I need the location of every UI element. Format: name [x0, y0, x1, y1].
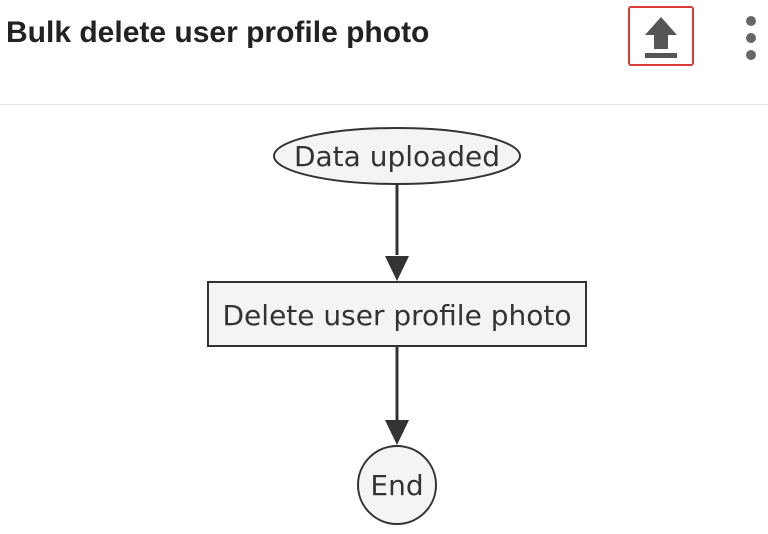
flow-node-start: Data uploaded [273, 127, 521, 185]
flow-arrowhead [385, 420, 409, 445]
upload-icon [645, 17, 677, 58]
flow-node-end: End [357, 445, 437, 525]
upload-button[interactable] [628, 6, 694, 66]
flow-arrowhead [385, 256, 409, 281]
flow-node-end-label: End [370, 469, 423, 502]
flowchart: Data uploaded Delete user profile photo … [207, 127, 587, 525]
flow-node-start-label: Data uploaded [294, 140, 500, 173]
more-vertical-icon [746, 16, 756, 60]
more-options-button[interactable] [734, 10, 768, 66]
page-header: Bulk delete user profile photo [0, 0, 768, 105]
flow-node-action: Delete user profile photo [207, 281, 587, 347]
flow-node-action-label: Delete user profile photo [223, 299, 572, 332]
page-title: Bulk delete user profile photo [6, 16, 430, 49]
